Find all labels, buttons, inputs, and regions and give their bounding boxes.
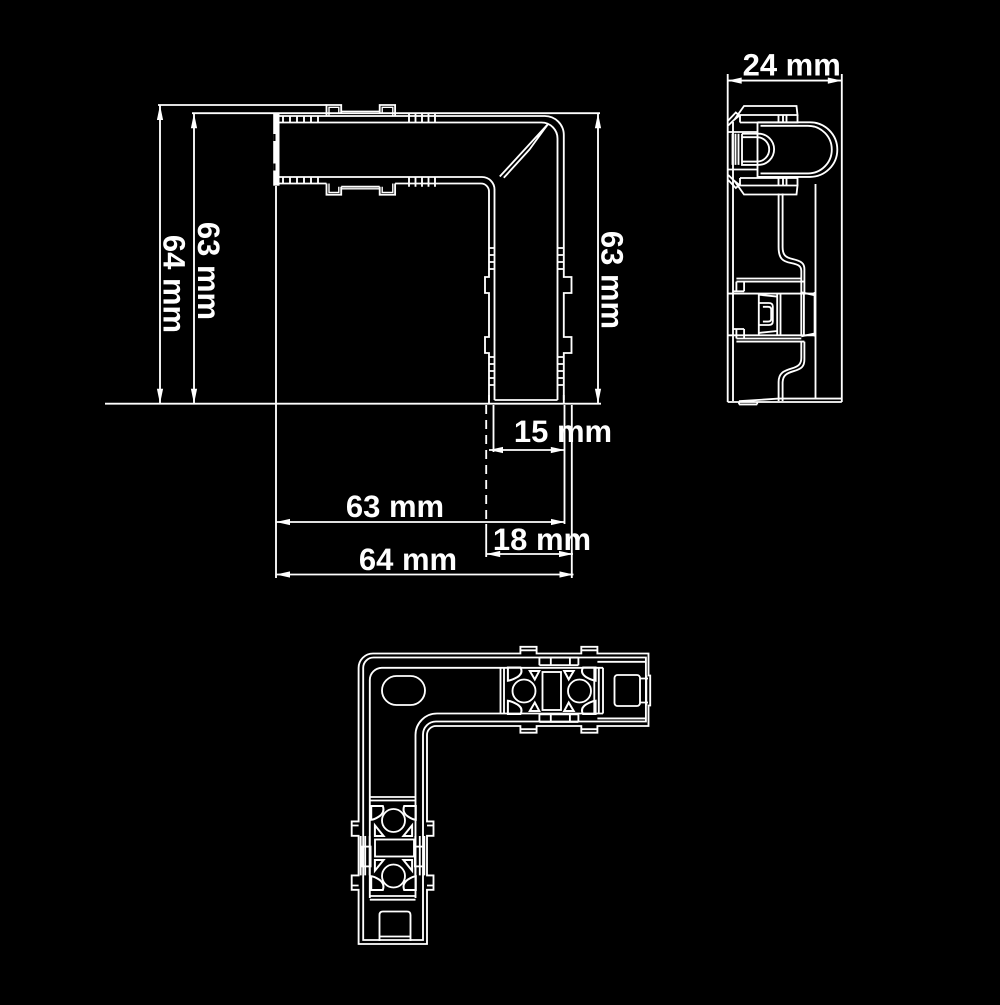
svg-text:18 mm: 18 mm	[493, 522, 591, 557]
svg-text:15 mm: 15 mm	[514, 414, 612, 449]
svg-text:63 mm: 63 mm	[191, 222, 226, 320]
svg-text:64 mm: 64 mm	[157, 235, 192, 333]
svg-text:63 mm: 63 mm	[346, 489, 444, 524]
svg-text:63 mm: 63 mm	[595, 231, 630, 329]
svg-text:64 mm: 64 mm	[359, 542, 457, 577]
svg-text:24 mm: 24 mm	[743, 48, 841, 83]
